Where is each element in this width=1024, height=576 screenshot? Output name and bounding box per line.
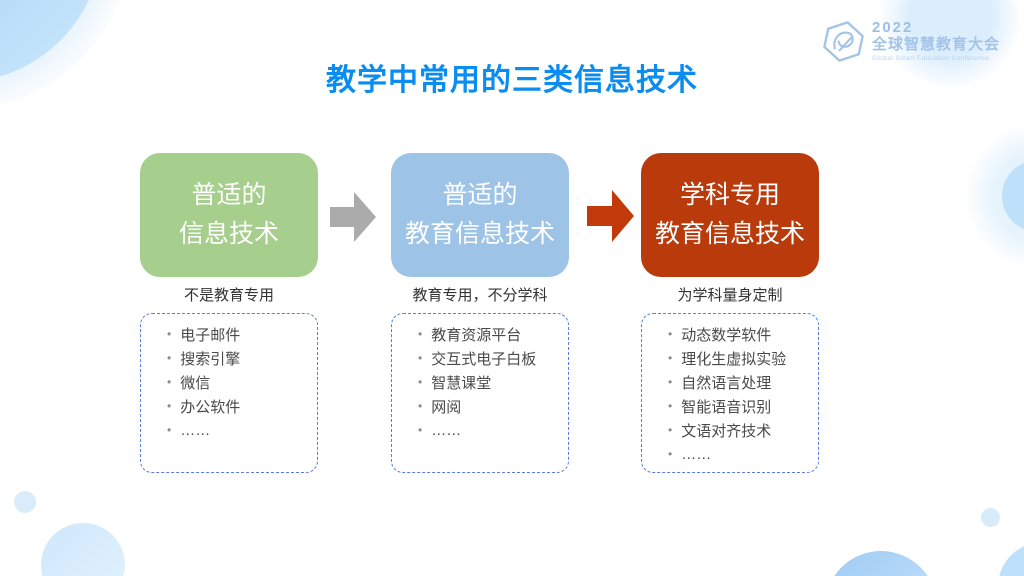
example-list-general-edu-it: • 教育资源平台 • 交互式电子白板 • 智慧课堂 • 网阅 • …… [391, 313, 569, 473]
category-title-line2: 教育信息技术 [404, 220, 555, 248]
list-item-label: 自然语言处理 [681, 374, 772, 392]
column-subject-edu-it: 学科专用 教育信息技术 为学科量身定制 • 动态数学软件 • 理化生虚拟实验 •… [641, 153, 819, 473]
logo-name-cn: 全球智慧教育大会 [871, 35, 1000, 53]
list-item-label: 智能语音识别 [681, 398, 772, 416]
decor-circle-bottom-left-large [41, 523, 125, 576]
logo-name-en: Global Smart Education Conference [871, 55, 990, 63]
list-item: • …… [167, 418, 313, 442]
category-title-line1: 学科专用 [679, 181, 780, 209]
list-item: • …… [668, 442, 814, 466]
bullet-icon: • [418, 423, 423, 437]
category-box-general-it: 普适的 信息技术 [140, 153, 318, 277]
category-caption: 教育专用，不分学科 [412, 288, 548, 304]
bullet-icon: • [668, 327, 673, 341]
conference-logo: 2022 全球智慧教育大会 Global Smart Education Con… [822, 20, 1000, 63]
list-item: • 智能语音识别 [668, 394, 814, 418]
category-box-subject-edu-it: 学科专用 教育信息技术 [641, 153, 819, 277]
list-item-label: 智慧课堂 [431, 374, 492, 392]
list-item-label: 搜索引擎 [180, 350, 241, 368]
bullet-icon: • [418, 327, 423, 341]
arrow-right-gray-icon [330, 192, 376, 242]
arrow-right-red-icon [587, 190, 634, 242]
column-general-edu-it: 普适的 教育信息技术 教育专用，不分学科 • 教育资源平台 • 交互式电子白板 … [391, 153, 569, 473]
bullet-icon: • [418, 399, 423, 413]
list-item-label: 办公软件 [180, 398, 241, 416]
decor-circle-bottom-left-small [14, 491, 36, 513]
list-item: • 电子邮件 [167, 322, 313, 346]
bullet-icon: • [668, 351, 673, 365]
decor-circle-bottom-right-large [825, 551, 937, 576]
bullet-icon: • [668, 447, 673, 461]
column-general-it: 普适的 信息技术 不是教育专用 • 电子邮件 • 搜索引擎 • 微信 • 办公软… [140, 153, 318, 473]
list-item: • 搜索引擎 [167, 346, 313, 370]
list-item: • 交互式电子白板 [418, 346, 564, 370]
example-list-subject-edu-it: • 动态数学软件 • 理化生虚拟实验 • 自然语言处理 • 智能语音识别 • 文… [641, 313, 819, 473]
list-item: • 文语对齐技术 [668, 418, 814, 442]
category-box-general-edu-it: 普适的 教育信息技术 [391, 153, 569, 277]
category-caption: 不是教育专用 [183, 288, 274, 304]
decor-circle-bottom-right-edge [998, 542, 1024, 576]
list-item: • 教育资源平台 [418, 322, 564, 346]
list-item-label: 理化生虚拟实验 [681, 350, 787, 368]
list-item-label: …… [180, 421, 211, 439]
category-caption: 为学科量身定制 [677, 288, 783, 304]
bullet-icon: • [418, 375, 423, 389]
bullet-icon: • [668, 423, 673, 437]
list-item-label: …… [681, 445, 712, 463]
decor-circle-bottom-right-small [981, 508, 1000, 527]
list-item: • 网阅 [418, 394, 564, 418]
list-item-label: 动态数学软件 [681, 326, 772, 344]
bullet-icon: • [167, 423, 172, 437]
category-title-line2: 信息技术 [178, 220, 279, 248]
bullet-icon: • [167, 399, 172, 413]
conference-logo-icon [823, 21, 864, 62]
bullet-icon: • [167, 351, 172, 365]
bullet-icon: • [668, 375, 673, 389]
list-item: • 自然语言处理 [668, 370, 814, 394]
list-item-label: 教育资源平台 [431, 326, 522, 344]
category-title-line2: 教育信息技术 [654, 220, 805, 248]
list-item: • 微信 [167, 370, 313, 394]
list-item-label: 电子邮件 [180, 326, 241, 344]
list-item: • 理化生虚拟实验 [668, 346, 814, 370]
list-item: • 动态数学软件 [668, 322, 814, 346]
list-item: • …… [418, 418, 564, 442]
bullet-icon: • [668, 399, 673, 413]
bullet-icon: • [167, 375, 172, 389]
list-item: • 智慧课堂 [418, 370, 564, 394]
list-item-label: …… [431, 421, 462, 439]
list-item-label: 文语对齐技术 [681, 422, 772, 440]
example-list-general-it: • 电子邮件 • 搜索引擎 • 微信 • 办公软件 • …… [140, 313, 318, 473]
bullet-icon: • [418, 351, 423, 365]
decor-circle-right-middle [1002, 160, 1024, 232]
page-title: 教学中常用的三类信息技术 [326, 64, 698, 97]
list-item-label: 交互式电子白板 [431, 350, 537, 368]
list-item-label: 网阅 [431, 398, 462, 416]
bullet-icon: • [167, 327, 172, 341]
list-item-label: 微信 [180, 374, 211, 392]
list-item: • 办公软件 [167, 394, 313, 418]
category-title-line1: 普适的 [191, 181, 267, 209]
logo-year: 2022 [871, 19, 914, 37]
category-title-line1: 普适的 [442, 181, 518, 209]
